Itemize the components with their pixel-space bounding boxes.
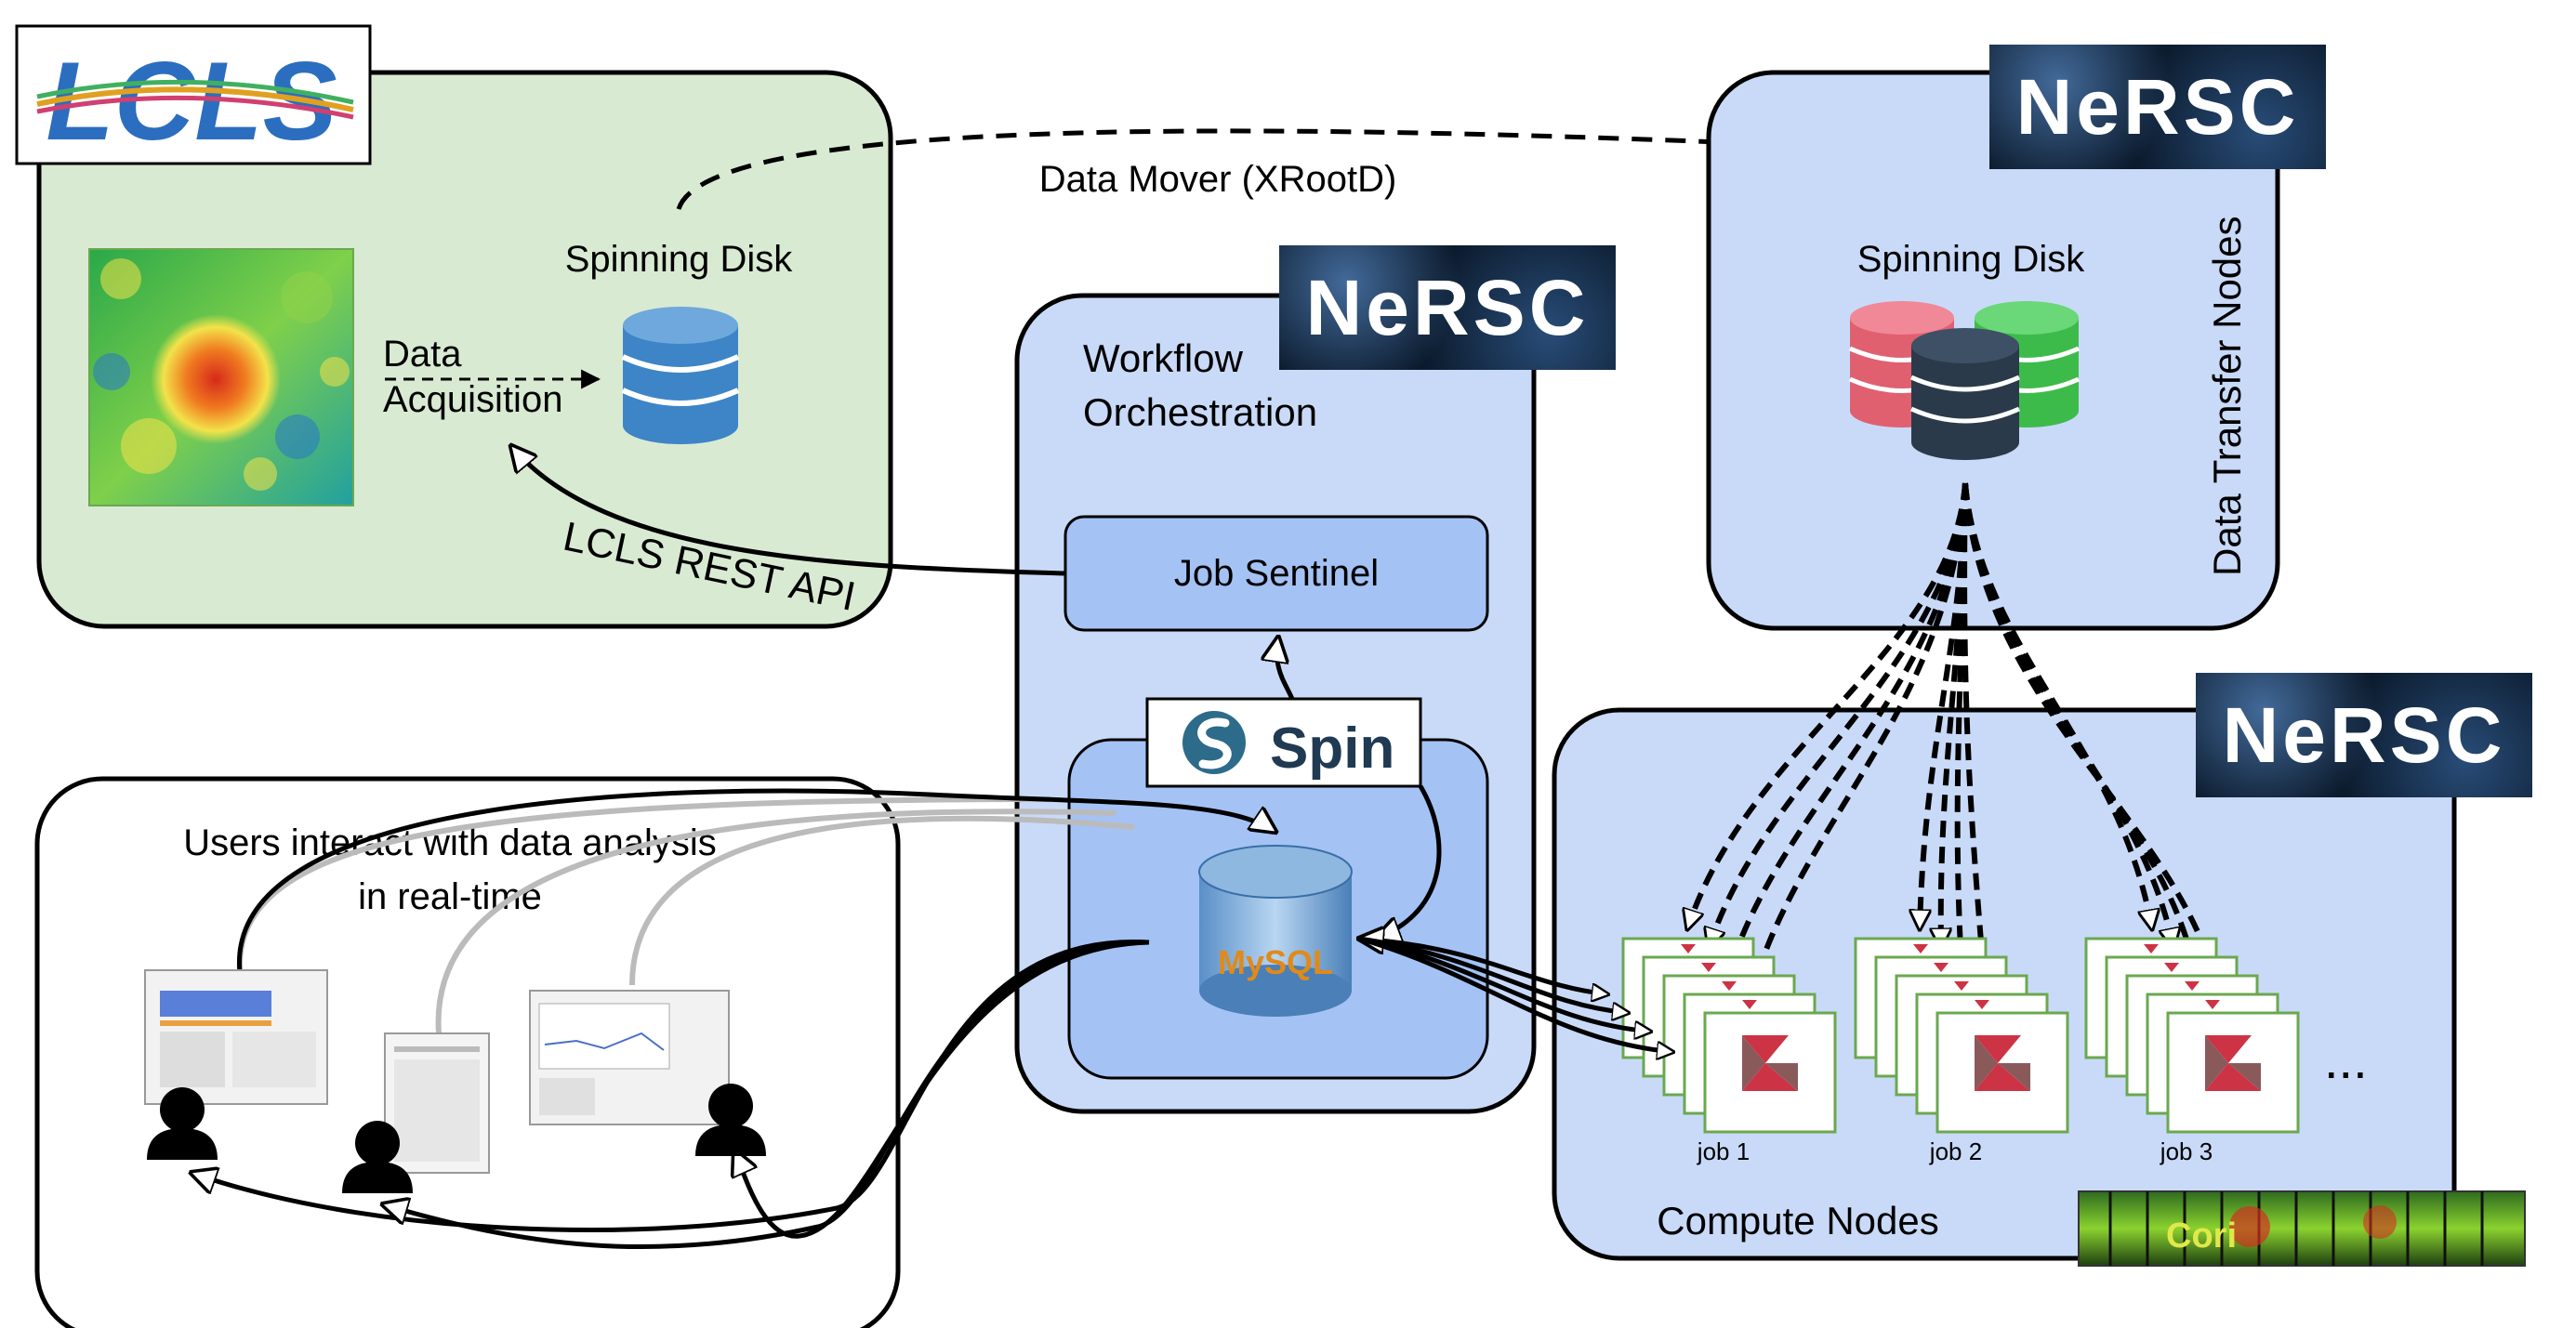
job-card-stack-3 [2084,937,2300,1134]
compute-nodes-label: Compute Nodes [1657,1199,1939,1243]
nersc-logo-compute: NeRSC [2196,673,2532,797]
user-avatar-icon-2 [342,1121,413,1193]
lcls-spinning-disk-label: Spinning Disk [565,239,794,280]
job-card-stack-2 [1854,937,2069,1134]
analysis-screenshot-1 [144,969,328,1105]
detector-heatmap-image [88,248,354,506]
shifter-container-icon [1742,1035,1798,1091]
cori-supercomputer-image: Cori [2078,1190,2526,1267]
dtn-to-jobs-dashed-arrows [1687,482,2217,987]
data-mover-label: Data Mover (XRootD) [1039,159,1397,200]
svg-text:Cori: Cori [2166,1216,2237,1256]
spin-logo: Spin [1145,697,1422,788]
acquisition-label: Acquisition [383,379,562,420]
more-jobs-ellipsis: ... [2324,1031,2368,1089]
dtn-spinning-disk-label: Spinning Disk [1857,239,2086,280]
db-to-users-arrows [192,940,1150,1250]
data-label: Data [383,334,462,375]
user-avatar-icon-3 [695,1084,766,1156]
mysql-database-icon: MySQL [1198,845,1353,1017]
job-sentinel-label: Job Sentinel [1174,553,1379,594]
lcls-disk-database-icon [621,307,740,444]
workflow-title-line2: Orchestration [1083,390,1317,434]
analysis-screenshot-3 [529,990,730,1125]
lcls-logo: LCLS [15,24,372,165]
job-card-stack-1 [1621,937,1837,1134]
job-label-1: job 1 [1697,1137,1750,1165]
svg-text:MySQL: MySQL [1218,943,1333,981]
lcls-rest-api-arrow [511,446,1066,576]
nersc-logo-dtn: NeRSC [1989,45,2326,169]
job-label-2: job 2 [1929,1137,1982,1165]
user-avatar-icon-1 [147,1087,218,1160]
db-to-sentinel-arrow [1277,638,1295,701]
svg-text:Spin: Spin [1270,717,1394,781]
jobs-to-db-arrows [1359,939,1673,1052]
workflow-title-line1: Workflow [1083,336,1244,380]
analysis-screenshot-2 [384,1032,490,1174]
shifter-container-icon [2205,1035,2261,1091]
shifter-container-icon [1975,1035,2030,1091]
job-label-3: job 3 [2160,1137,2213,1165]
users-to-db-arrow [237,788,1275,973]
nersc-logo-workflow: NeRSC [1279,245,1616,370]
dtn-dark-database-icon [1909,328,2021,460]
dtn-side-label: Data Transfer Nodes [2205,216,2249,576]
